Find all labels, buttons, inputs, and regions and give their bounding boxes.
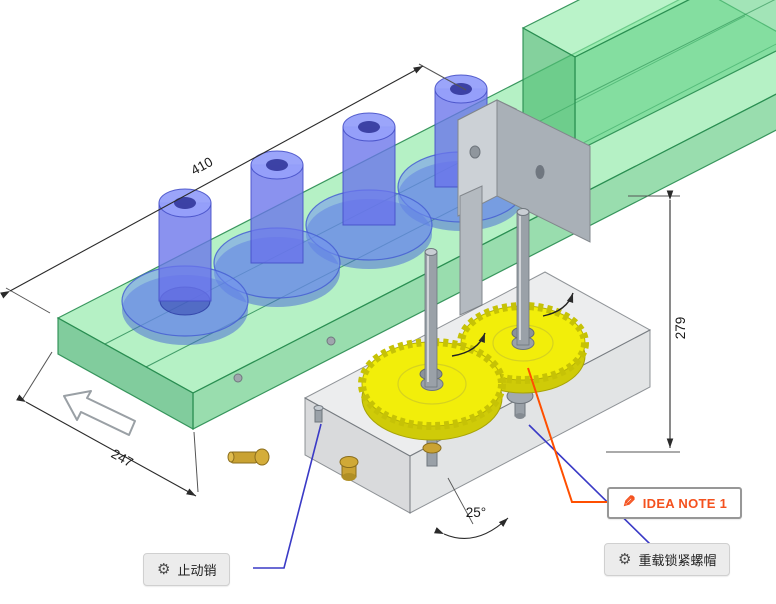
bracket-screw	[469, 145, 481, 159]
callout-idea-note-label: IDEA NOTE 1	[642, 495, 728, 511]
stop-pin-leader	[253, 423, 322, 569]
shafts	[419, 208, 574, 388]
callout-stop-pin-label: 止动销	[177, 563, 217, 578]
rotation-arrow	[542, 292, 574, 317]
spool-bore	[174, 197, 196, 209]
spool-bore	[266, 159, 288, 171]
callout-lock-nut-label: 重载锁紧螺帽	[638, 553, 717, 568]
bracket-slot-hole	[535, 165, 545, 179]
rotation-arrow	[451, 332, 486, 357]
spool-bore	[450, 83, 472, 95]
gear-icon: ⚙	[157, 561, 171, 578]
dimension-angle: 25°	[433, 477, 509, 539]
gear-shaft	[516, 211, 530, 346]
stop-pin-head	[313, 405, 324, 411]
extension-line	[418, 63, 467, 91]
dimension-line	[0, 65, 424, 299]
brass-collar	[422, 442, 442, 454]
callout-leaders	[253, 367, 652, 569]
brass-fitting-tip	[227, 451, 235, 463]
idea-note-leader	[527, 367, 607, 503]
lock-nut-leader	[528, 424, 652, 546]
shaft-cap	[516, 208, 530, 216]
dimension-angle-label: 25°	[466, 505, 486, 520]
feed-direction-arrow	[63, 390, 136, 436]
base-end-face	[304, 397, 411, 514]
brass-fitting-top	[339, 456, 359, 468]
brass-fitting-hex	[254, 448, 270, 466]
extension-line	[5, 287, 51, 314]
callout-idea-note[interactable]: ✎ IDEA NOTE 1	[607, 487, 743, 519]
pencil-icon: ✎	[622, 494, 636, 511]
brass-fitting-bottom	[342, 473, 356, 481]
rail-bolt	[326, 336, 336, 346]
dimension-410-label: 410	[188, 154, 215, 178]
dimension-279: 279	[606, 190, 688, 453]
spool-cylinder	[342, 126, 396, 226]
spool-cylinder	[158, 202, 212, 302]
angle-arc	[433, 517, 509, 539]
gear-icon: ⚙	[618, 551, 632, 568]
lock-nut-tip	[515, 413, 525, 419]
brass-fitting	[230, 451, 258, 464]
extension-line	[193, 431, 199, 493]
rail-box-seam	[574, 0, 776, 101]
dimension-279-label: 279	[673, 317, 688, 340]
callout-stop-pin[interactable]: ⚙ 止动销	[143, 553, 231, 586]
spool-cylinder	[250, 164, 304, 264]
angle-reference-line	[447, 477, 474, 525]
bracket-lower-arm	[459, 185, 483, 316]
rail-bolt	[233, 373, 243, 383]
callout-lock-nut[interactable]: ⚙ 重载锁紧螺帽	[604, 543, 731, 576]
dimension-line	[16, 394, 197, 497]
extension-line	[21, 351, 53, 401]
spool-bore	[358, 121, 380, 133]
gear-teeth	[358, 338, 506, 430]
gear-shaft	[424, 251, 438, 388]
shaft-cap	[424, 248, 438, 256]
